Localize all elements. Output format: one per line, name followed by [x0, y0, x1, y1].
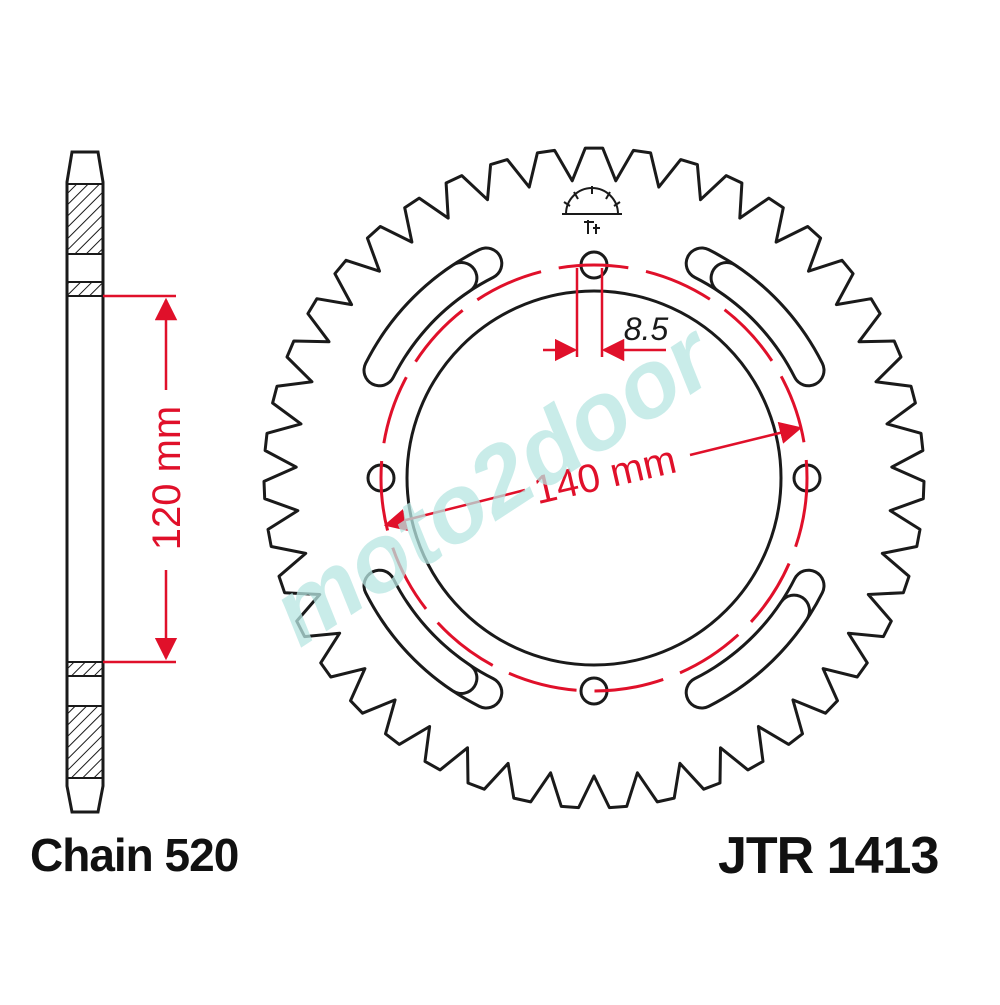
lightening-slot — [687, 596, 808, 707]
sprocket-side-profile — [65, 150, 105, 814]
lightening-slots — [362, 246, 826, 710]
hub-height-dimension: 120 mm — [103, 294, 189, 664]
jt-logo-mark — [562, 186, 622, 234]
hatch-top-upper — [66, 183, 104, 255]
bolt-circle — [379, 263, 809, 693]
lightening-slot — [712, 264, 823, 385]
hatch-bottom-upper — [66, 661, 104, 677]
bolt-hole-label: 8.5 — [624, 311, 669, 347]
chain-size-label: Chain 520 — [30, 829, 239, 881]
bolt-circle-line-left — [383, 488, 526, 531]
bolt-holes — [366, 250, 822, 706]
hub-height-label: 120 mm — [145, 406, 189, 551]
part-number-label: JTR 1413 — [718, 827, 939, 885]
bolt-circle-line-right — [689, 421, 803, 457]
hatch-bottom-lower — [66, 705, 104, 779]
hatch-top-lower — [66, 281, 104, 297]
side-profile-outline — [65, 150, 105, 814]
sprocket-front-view — [262, 146, 926, 810]
bolt-hole-dimension: 8.5 — [543, 268, 669, 362]
lightening-slot — [365, 571, 476, 692]
center-bore — [405, 289, 783, 667]
lightening-slot — [365, 264, 476, 385]
